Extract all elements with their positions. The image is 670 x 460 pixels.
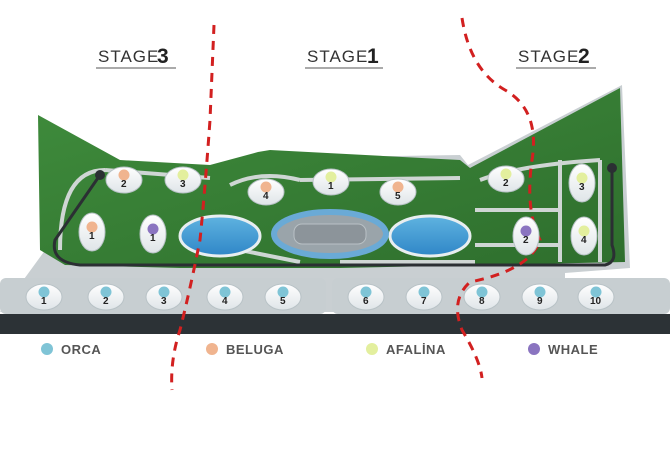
perimeter-path	[52, 170, 616, 267]
villa-number: 4	[581, 235, 587, 246]
stage-number: 1	[367, 45, 380, 68]
pool-west	[178, 214, 262, 258]
villa-number: 1	[89, 231, 95, 242]
stage-title-1: STAGE 1	[305, 45, 383, 69]
villa-orca-7[interactable]: 7	[405, 283, 443, 311]
legend-swatch	[41, 343, 53, 355]
legend-label: AFALİNA	[386, 342, 446, 357]
pool-east	[388, 214, 472, 258]
villa-type-dot	[534, 286, 546, 298]
villa-afali̇na-4[interactable]: 4	[570, 216, 598, 256]
villas: 1 2 3 4 5 6 7 8 9 10 2 3 1 1 4 1 5 2 2 3 4	[25, 163, 615, 311]
villa-number: 3	[579, 182, 585, 193]
villa-orca-10[interactable]: 10	[577, 283, 615, 311]
legend: ORCA BELUGA AFALİNA WHALE	[41, 342, 598, 357]
legend-swatch	[528, 343, 540, 355]
road	[0, 314, 670, 334]
path-end-marker	[607, 163, 617, 173]
stage-number: 3	[157, 45, 170, 68]
villa-type-dot	[177, 169, 189, 181]
legend-item-afali̇na: AFALİNA	[366, 342, 446, 357]
villa-type-dot	[576, 172, 588, 184]
villa-orca-9[interactable]: 9	[521, 283, 559, 311]
villa-whale-1[interactable]: 1	[139, 214, 167, 254]
central-building-roof	[293, 223, 367, 245]
villa-number: 9	[537, 296, 543, 307]
villa-number: 6	[363, 296, 369, 307]
villa-orca-3[interactable]: 3	[145, 283, 183, 311]
villa-number: 8	[479, 296, 485, 307]
villa-number: 2	[121, 179, 127, 190]
villa-number: 10	[590, 296, 602, 307]
villa-type-dot	[147, 223, 159, 235]
legend-label: WHALE	[548, 342, 598, 357]
path-end-marker	[95, 170, 105, 180]
villa-beluga-1[interactable]: 1	[78, 212, 106, 252]
villa-number: 7	[421, 296, 427, 307]
legend-swatch	[366, 343, 378, 355]
villa-type-dot	[476, 286, 488, 298]
villa-type-dot	[260, 181, 272, 193]
stage-title-2: STAGE 2	[516, 45, 596, 69]
villa-number: 2	[523, 235, 529, 246]
villa-orca-5[interactable]: 5	[264, 283, 302, 311]
villa-type-dot	[100, 286, 112, 298]
villa-number: 1	[41, 296, 47, 307]
villa-beluga-5[interactable]: 5	[379, 178, 417, 206]
villa-type-dot	[38, 286, 50, 298]
villa-number: 3	[180, 179, 186, 190]
legend-item-beluga: BELUGA	[206, 342, 284, 357]
villa-number: 3	[161, 296, 167, 307]
villa-orca-8[interactable]: 8	[463, 283, 501, 311]
villa-afali̇na-3[interactable]: 3	[164, 166, 202, 194]
villa-type-dot	[360, 286, 372, 298]
legend-label: ORCA	[61, 342, 101, 357]
villa-number: 5	[395, 191, 401, 202]
villa-number: 4	[263, 191, 269, 202]
villa-orca-2[interactable]: 2	[87, 283, 125, 311]
villa-type-dot	[578, 225, 590, 237]
villa-beluga-2[interactable]: 2	[105, 166, 143, 194]
villa-number: 1	[150, 233, 156, 244]
villa-orca-1[interactable]: 1	[25, 283, 63, 311]
villa-type-dot	[590, 286, 602, 298]
villa-orca-6[interactable]: 6	[347, 283, 385, 311]
villa-type-dot	[277, 286, 289, 298]
villa-type-dot	[520, 225, 532, 237]
villa-type-dot	[392, 181, 404, 193]
stage-prefix: STAGE	[307, 47, 368, 66]
villa-afali̇na-2[interactable]: 2	[487, 165, 525, 193]
stage-prefix: STAGE	[518, 47, 579, 66]
stage-number: 2	[578, 45, 591, 68]
villa-type-dot	[118, 169, 130, 181]
legend-item-orca: ORCA	[41, 342, 101, 357]
villa-number: 1	[328, 181, 334, 192]
legend-label: BELUGA	[226, 342, 284, 357]
villa-type-dot	[86, 221, 98, 233]
legend-item-whale: WHALE	[528, 342, 598, 357]
villa-type-dot	[500, 168, 512, 180]
villa-number: 2	[103, 296, 109, 307]
stage-prefix: STAGE	[98, 47, 159, 66]
villa-beluga-4[interactable]: 4	[247, 178, 285, 206]
legend-swatch	[206, 343, 218, 355]
villa-whale-2[interactable]: 2	[512, 216, 540, 256]
villa-number: 2	[503, 178, 509, 189]
villa-number: 5	[280, 296, 286, 307]
villa-afali̇na-1[interactable]: 1	[312, 168, 350, 196]
villa-type-dot	[158, 286, 170, 298]
villa-type-dot	[219, 286, 231, 298]
villa-number: 4	[222, 296, 228, 307]
villa-afali̇na-3[interactable]: 3	[568, 163, 596, 203]
stage-divider-3-1	[170, 24, 216, 391]
villa-type-dot	[325, 171, 337, 183]
villa-orca-4[interactable]: 4	[206, 283, 244, 311]
stage-title-3: STAGE 3	[96, 45, 176, 69]
villa-type-dot	[418, 286, 430, 298]
